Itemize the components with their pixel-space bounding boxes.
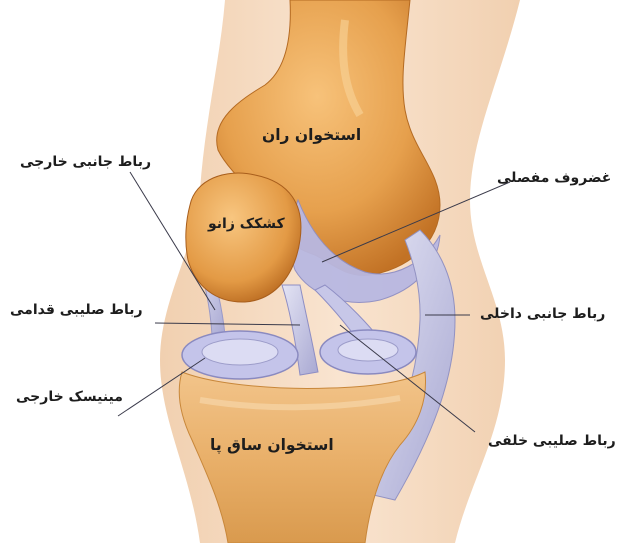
femur-label: استخوان ران bbox=[262, 126, 361, 144]
lateral-meniscus-label: مینیسک خارجی bbox=[16, 388, 123, 406]
medial-collateral-ligament-label: رباط جانبی داخلی bbox=[480, 305, 605, 323]
lateral-collateral-ligament-label: رباط جانبی خارجی bbox=[20, 153, 151, 171]
tibia-label: استخوان ساق پا bbox=[210, 436, 334, 454]
patella-label: کشکک زانو bbox=[208, 215, 285, 233]
articular-cartilage-label: غضروف مفصلی bbox=[497, 169, 611, 187]
posterior-cruciate-ligament-label: رباط صلیبی خلفی bbox=[488, 432, 616, 450]
anterior-cruciate-ligament-label: رباط صلیبی قدامی bbox=[10, 301, 143, 319]
